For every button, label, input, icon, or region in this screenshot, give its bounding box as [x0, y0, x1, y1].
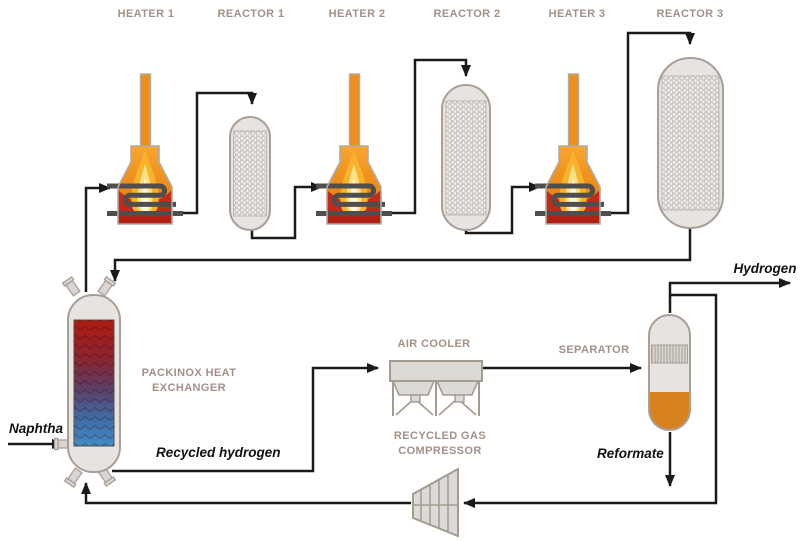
line-reactor3-to-packinox	[110, 226, 692, 282]
air-cooler-label: AIR COOLER	[397, 338, 471, 350]
hydrogen-label: Hydrogen	[733, 261, 797, 276]
heater-1	[107, 74, 183, 224]
compressor-label: RECYCLED GAS COMPRESSOR	[394, 429, 486, 459]
separator-label: SEPARATOR	[558, 344, 630, 356]
line-compressor-to-packinox	[81, 482, 411, 505]
recycled-gas-compressor	[412, 467, 459, 538]
line-reactor1-to-heater2	[250, 182, 323, 240]
line-heater1-to-reactor1	[177, 91, 257, 215]
reactor-1	[229, 116, 271, 231]
line-heater2-to-reactor2	[386, 58, 471, 215]
line-separator-to-hydrogen	[668, 278, 791, 313]
packinox-label: PACKINOX HEAT EXCHANGER	[142, 366, 237, 396]
line-packinox-to-aircooler	[112, 363, 379, 473]
heater-1-label: HEATER 1	[117, 8, 175, 20]
heater-2-label: HEATER 2	[328, 8, 386, 20]
packinox-label-line1: PACKINOX HEAT	[141, 367, 237, 379]
recycled-hydrogen-label: Recycled hydrogen	[156, 445, 281, 460]
reactor-3	[657, 57, 724, 229]
compressor-label-line2: COMPRESSOR	[398, 445, 482, 457]
packinox-label-line2: EXCHANGER	[152, 382, 226, 394]
separator	[648, 314, 691, 431]
line-packinox-to-heater1	[84, 183, 111, 292]
air-cooler	[389, 360, 483, 416]
reactor-2	[441, 84, 491, 231]
reformate-label: Reformate	[597, 446, 664, 461]
heater-3	[535, 74, 611, 224]
packinox-heat-exchanger	[53, 276, 121, 488]
naphtha-label: Naphtha	[9, 421, 63, 436]
compressor-label-line1: RECYCLED GAS	[393, 430, 487, 442]
reactor-3-label: REACTOR 3	[656, 8, 724, 20]
line-recycle-to-compressor	[463, 293, 718, 508]
heater-3-label: HEATER 3	[548, 8, 606, 20]
heater-2	[316, 74, 392, 224]
line-heater3-to-reactor3	[605, 31, 695, 215]
flow-lines	[8, 31, 791, 508]
reactor-1-label: REACTOR 1	[217, 8, 285, 20]
reactor-2-label: REACTOR 2	[433, 8, 501, 20]
